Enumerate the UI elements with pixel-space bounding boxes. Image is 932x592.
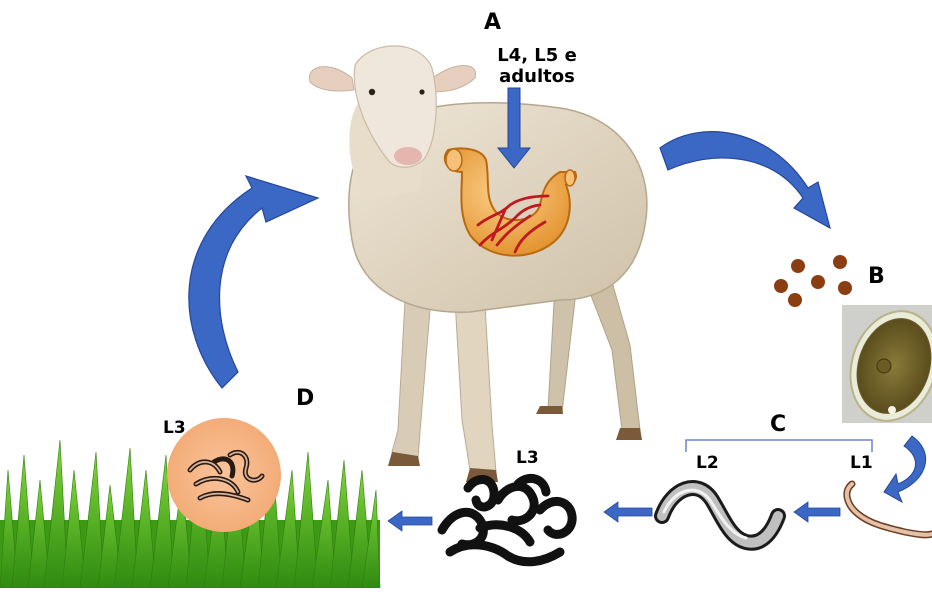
label-a: A — [484, 12, 501, 34]
sheep-illustration — [309, 46, 647, 482]
label-c: C — [770, 414, 786, 436]
label-l2: L2 — [696, 455, 719, 472]
label-d: D — [296, 388, 314, 410]
egg-micrograph — [837, 300, 932, 432]
eggs-in-feces — [774, 255, 852, 307]
label-a-note-line1: L4, L5 e — [487, 46, 587, 67]
label-a-note: L4, L5 e adultos — [487, 46, 587, 87]
larvae-l3-cluster — [442, 478, 572, 561]
label-a-note-line2: adultos — [487, 67, 587, 88]
arrow-l2-to-l3 — [604, 502, 652, 522]
curved-arrow-to-eggs — [660, 132, 830, 228]
label-l3-infective: L3 — [516, 450, 539, 467]
curved-arrow-to-sheep — [189, 176, 318, 388]
curved-arrow-egg-to-l1 — [884, 436, 926, 502]
label-l3-pasture: L3 — [163, 420, 186, 437]
arrow-l3-to-pasture — [388, 511, 432, 531]
stage-c-bracket — [686, 440, 872, 452]
label-l1: L1 — [850, 455, 873, 472]
larva-l2-icon — [662, 488, 778, 543]
label-b: B — [868, 266, 885, 288]
arrow-l1-to-l2 — [794, 502, 840, 522]
